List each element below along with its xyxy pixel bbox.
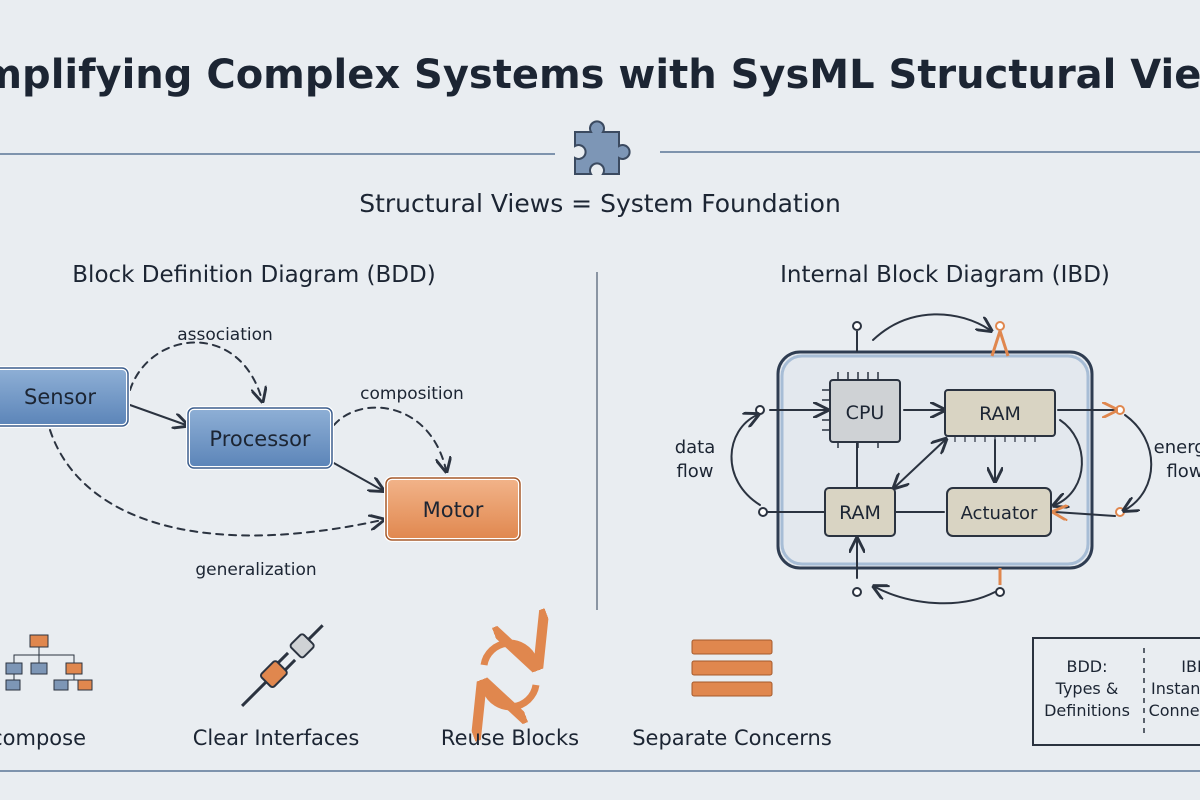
processor-motor-arrow — [331, 461, 382, 490]
generalization-label: generalization — [195, 560, 316, 580]
comparison-ibd: IBD:Instances &Connections — [1149, 657, 1200, 720]
comparison-box: BDD:Types &Definitions IBD:Instances &Co… — [1032, 637, 1200, 746]
part-cpu-label: CPU — [846, 402, 885, 424]
page-title: Simplifying Complex Systems with SysML S… — [0, 52, 1200, 98]
association-arrow — [129, 341, 262, 401]
puzzle-icon — [574, 120, 631, 175]
part-ram-top: RAM — [944, 389, 1056, 442]
part-actuator-label: Actuator — [961, 503, 1038, 524]
benefit-reuse-blocks-label: Reuse Blocks — [441, 726, 579, 750]
comparison-bdd: BDD:Types &Definitions — [1044, 657, 1130, 720]
composition-label: composition — [360, 384, 464, 404]
block-processor: Processor — [186, 406, 334, 470]
benefit-decompose-label: Decompose — [0, 726, 86, 750]
block-processor-label: Processor — [209, 427, 311, 451]
part-ram-top-label: RAM — [979, 403, 1021, 425]
benefit-clear-interfaces-label: Clear Interfaces — [193, 726, 360, 750]
part-actuator: Actuator — [946, 487, 1052, 537]
layers-icon — [691, 639, 773, 697]
subtitle: Structural Views = System Foundation — [359, 189, 841, 218]
block-motor-label: Motor — [423, 498, 484, 522]
ibd-heading: Internal Block Diagram (IBD) — [780, 262, 1110, 288]
hierarchy-icon — [5, 634, 93, 691]
block-sensor-label: Sensor — [24, 385, 96, 409]
composition-arrow — [333, 406, 446, 470]
generalization-arrow — [49, 429, 382, 537]
block-motor: Motor — [384, 476, 522, 542]
plug-icon — [240, 624, 324, 708]
recycle-icon — [484, 643, 536, 707]
bdd-heading: Block Definition Diagram (BDD) — [72, 262, 435, 288]
benefit-separate-concerns-label: Separate Concerns — [632, 726, 832, 750]
sensor-processor-arrow — [129, 404, 186, 425]
part-ram-bottom: RAM — [824, 487, 896, 537]
association-label: association — [177, 325, 273, 345]
part-ram-bottom-label: RAM — [839, 502, 881, 524]
part-cpu: CPU — [822, 372, 901, 448]
ibd-connectors — [730, 313, 1153, 605]
energy-flow-label: energyflow — [1154, 437, 1200, 482]
block-sensor: Sensor — [0, 366, 130, 428]
